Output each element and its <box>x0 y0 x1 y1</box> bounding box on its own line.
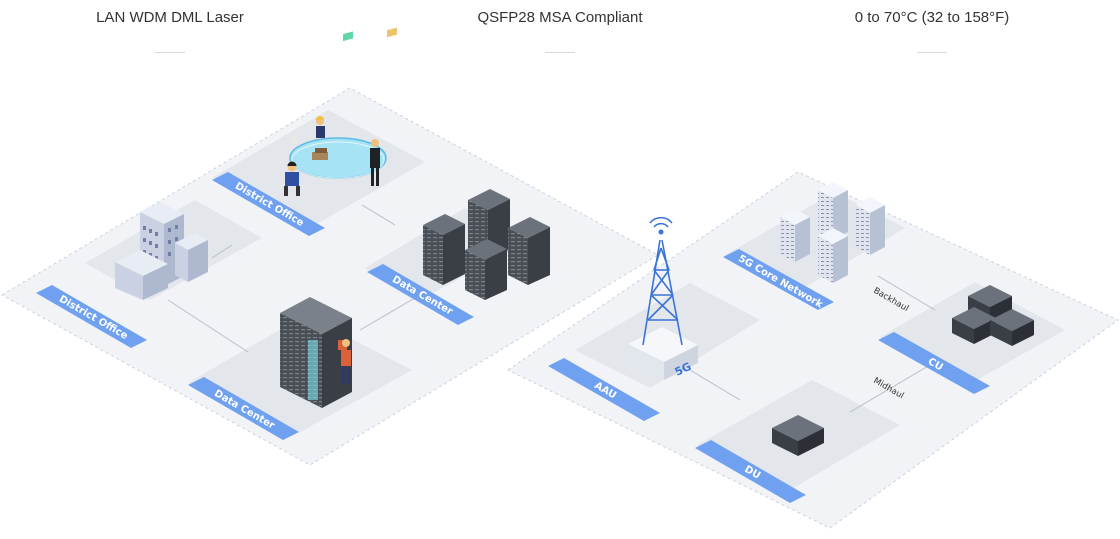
feature-divider <box>545 52 575 53</box>
data-center-racks-illustration <box>423 189 550 300</box>
feature-temperature: 0 to 70°C (32 to 158°F) <box>782 0 1082 53</box>
feature-msa: QSFP28 MSA Compliant <box>410 0 710 53</box>
tower-badge: 5G <box>673 360 694 379</box>
left-connectors <box>167 204 421 353</box>
right-platform <box>507 171 1119 529</box>
feature-divider <box>155 52 185 53</box>
right-connectors <box>689 275 936 413</box>
office-building-illustration <box>115 202 208 300</box>
label-cu: CU <box>878 332 990 394</box>
label-du: DU <box>695 440 806 503</box>
left-platform <box>0 87 660 466</box>
core-network-servers-illustration <box>780 182 885 283</box>
meeting-room-illustration <box>284 27 397 196</box>
data-center-technician-illustration <box>280 297 352 408</box>
feature-laser-label: LAN WDM DML Laser <box>96 9 244 26</box>
feature-laser: LAN WDM DML Laser <box>20 0 320 53</box>
cu-servers-illustration <box>952 285 1034 346</box>
feature-temperature-label: 0 to 70°C (32 to 158°F) <box>854 9 1010 26</box>
cell-tower-illustration: 5G <box>628 216 698 380</box>
feature-divider <box>917 52 947 53</box>
feature-msa-label: QSFP28 MSA Compliant <box>477 9 643 26</box>
du-server-illustration <box>772 415 824 456</box>
